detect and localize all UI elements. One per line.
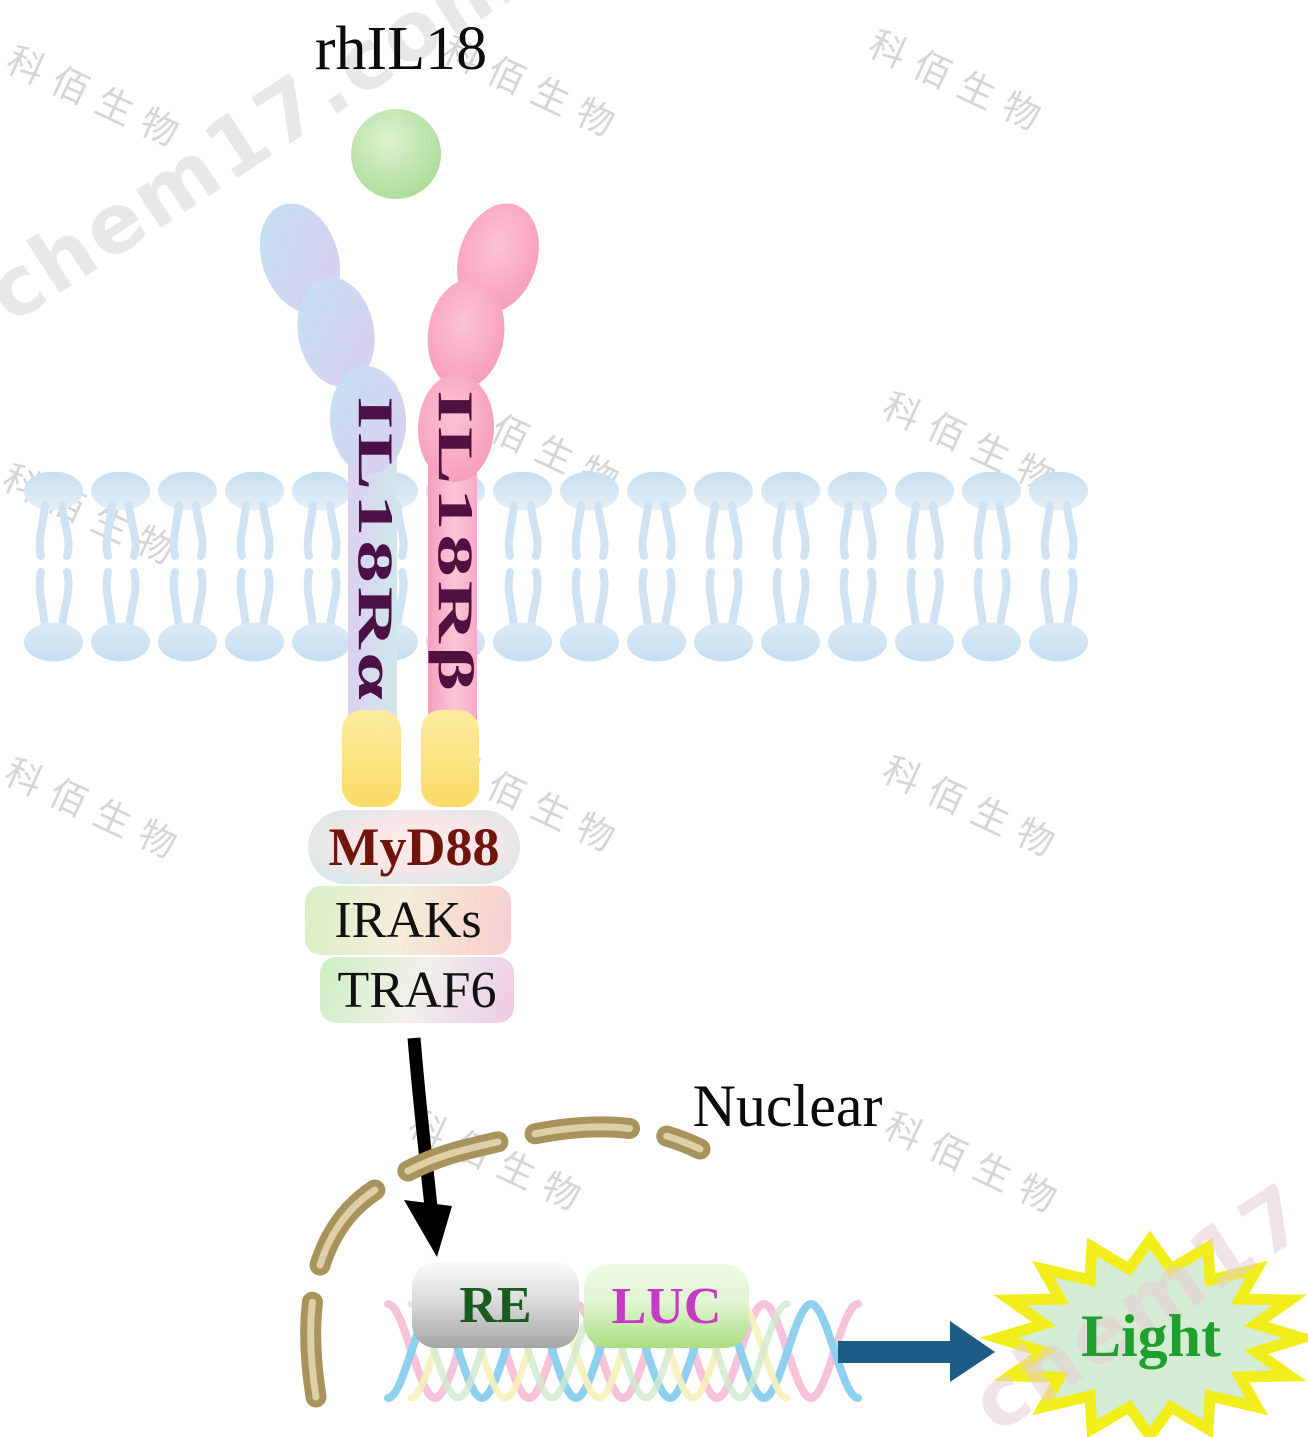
adapter-iraks-label: IRAKs <box>334 892 482 949</box>
adapter-iraks: IRAKs <box>305 886 511 955</box>
nuclear-envelope-arc <box>300 1116 711 1408</box>
adapter-myd88-label: MyD88 <box>328 817 500 877</box>
ligand-label: rhIL18 <box>314 15 488 83</box>
adapter-myd88: MyD88 <box>308 810 520 884</box>
signal-arrow <box>404 1037 452 1257</box>
nucleus-label: Nuclear <box>692 1073 883 1139</box>
receptor-beta-label: IL18Rβ <box>428 390 484 695</box>
luciferase-box: LUC <box>584 1264 749 1348</box>
ligand-ball <box>351 109 441 199</box>
response-element-label: RE <box>459 1276 532 1334</box>
light-output-label: Light <box>1080 1303 1222 1369</box>
expression-arrow <box>838 1321 995 1382</box>
intracellular-domains <box>342 710 479 807</box>
adapter-traf6-label: TRAF6 <box>337 961 497 1019</box>
cell-membrane <box>20 472 1092 662</box>
luciferase-label: LUC <box>611 1277 722 1335</box>
receptor-alpha-ectodomain <box>259 203 407 474</box>
light-starburst <box>979 1230 1308 1437</box>
adapter-traf6: TRAF6 <box>320 957 514 1023</box>
receptor-beta-ectodomain <box>417 203 539 482</box>
response-element-box: RE <box>412 1262 579 1348</box>
receptor-alpha-label: IL18Rα <box>348 396 404 704</box>
